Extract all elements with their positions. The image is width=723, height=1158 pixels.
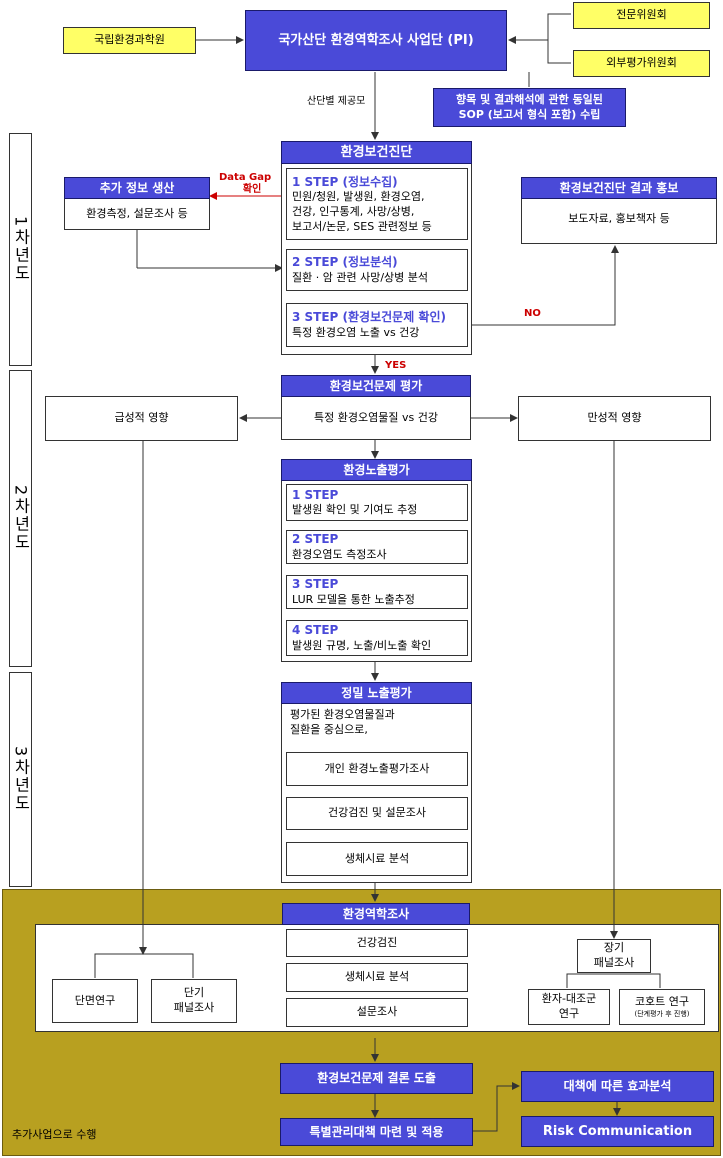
diagnosis-step-1-line-2: 건강, 인구통계, 사망/상병, [292,204,415,218]
cross-sectional-study: 단면연구 [52,979,138,1023]
yes-label: YES [385,360,407,371]
extra-info-text: 환경측정, 설문조사 등 [86,206,188,220]
expert-committee-label: 전문위원회 [616,8,667,22]
cohort-study: 코호트 연구 (단계평가 후 진행) [619,989,705,1025]
effect-analysis-box: 대책에 따른 효과분석 [521,1071,714,1102]
epi-survey: 설문조사 [286,998,468,1027]
precise-exposure-intro: 평가된 환경오염물질과 질환을 중심으로, [290,708,395,736]
no-label: NO [524,308,541,319]
diagnosis-step-1-line-1: 민원/청원, 발생원, 환경오염, [292,189,425,203]
pi-label: 국가산단 환경역학조사 사업단 (PI) [278,32,474,48]
year-3-column: 3차년도 [9,672,32,887]
external-committee-label: 외부평가위원회 [606,56,677,70]
year-2-label: 2차년도 [11,485,31,552]
epi-health-checkup: 건강검진 [286,929,468,957]
sop-line-1: 향목 및 결과해석에 관한 동일된 [456,92,603,106]
data-gap-label: Data Gap 확인 [219,172,272,195]
evaluation-text: 특정 환경오염물질 vs 건강 [314,411,438,425]
diagnosis-step-3-text: 특정 환경오염 노출 vs 건강 [292,325,420,339]
nier-label: 국립환경과학원 [94,33,165,47]
diagnosis-step-3: 3 STEP (환경보건문제 확인) 특정 환경오염 노출 vs 건강 [286,303,468,347]
diagnosis-step-2-title: 2 STEP (정보분석) [292,255,398,270]
external-committee-box: 외부평가위원회 [573,50,710,77]
precise-exposure-title: 정밀 노출평가 [281,682,472,704]
pi-box: 국가산단 환경역학조사 사업단 (PI) [245,10,507,71]
diagnosis-step-2: 2 STEP (정보분석) 질환 · 암 관련 사망/상병 분석 [286,249,468,291]
conclusion-box: 환경보건문제 결론 도출 [280,1063,473,1094]
risk-communication-box: Risk Communication [521,1116,714,1147]
exposure-step-1: 1 STEP 발생원 확인 및 기여도 추정 [286,484,468,521]
exposure-title: 환경노출평가 [281,459,472,481]
promotion-text: 보도자료, 홍보책자 등 [568,211,670,225]
expert-committee-box: 전문위원회 [573,2,710,29]
exposure-step-2: 2 STEP 환경오염도 측정조사 [286,530,468,564]
diagnosis-step-1: 1 STEP (정보수집) 민원/청원, 발생원, 환경오염, 건강, 인구통계… [286,168,468,240]
diagnosis-step-1-line-3: 보고서/논문, SES 관련정보 등 [292,219,432,233]
promotion-title: 환경보건진단 결과 홍보 [521,177,717,199]
short-term-panel: 단기 패널조사 [151,979,237,1023]
epidemiology-title: 환경역학조사 [282,903,470,925]
acute-effect-box: 급성적 영향 [45,396,238,441]
year-3-label: 3차년도 [11,746,31,813]
chronic-effect-box: 만성적 영향 [518,396,711,441]
evaluation-title: 환경보건문제 평가 [281,375,471,397]
exposure-step-4: 4 STEP 발생원 규명, 노출/비노출 확인 [286,620,468,656]
sop-line-2: SOP (보고서 형식 포함) 수립 [458,107,601,121]
diagnosis-step-3-title: 3 STEP (환경보건문제 확인) [292,310,446,325]
year-1-column: 1차년도 [9,133,32,366]
exposure-step-3: 3 STEP LUR 모델을 통한 노출추정 [286,575,468,609]
diagnosis-title: 환경보건진단 [281,141,472,164]
case-control-study: 환자-대조군 연구 [528,989,610,1025]
year-1-label: 1차년도 [11,216,31,283]
long-term-panel: 장기 패널조사 [577,939,651,973]
sop-box: 향목 및 결과해석에 관한 동일된 SOP (보고서 형식 포함) 수립 [433,88,626,127]
checkup-and-survey: 건강검진 및 설문조사 [286,797,468,830]
diagnosis-step-1-title: 1 STEP (정보수집) [292,174,398,189]
biosample-analysis: 생체시료 분석 [286,842,468,876]
year-2-column: 2차년도 [9,370,32,667]
diagnosis-step-2-text: 질환 · 암 관련 사망/상병 분석 [292,270,429,284]
nier-box: 국립환경과학원 [63,27,196,54]
special-measures-box: 특별관리대책 마련 및 적용 [280,1118,473,1146]
epi-biosample-analysis: 생체시료 분석 [286,963,468,992]
extra-info-title: 추가 정보 생산 [64,177,210,199]
additional-project-label: 추가사업으로 수행 [12,1128,97,1141]
personal-exposure-survey: 개인 환경노출평가조사 [286,752,468,786]
per-site-label: 산단별 제공모 [307,96,366,107]
